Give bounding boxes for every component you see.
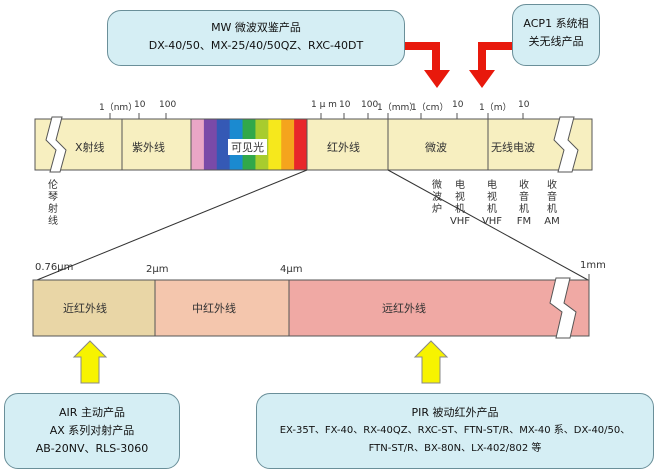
tick-10um: 10 bbox=[339, 100, 351, 110]
callout-pir-line2: EX-35T、FX-40、RX-40QZ、RXC-ST、FTN-ST/R、MX-… bbox=[279, 425, 631, 436]
label-roentgen: 伦琴 射线 bbox=[48, 180, 58, 227]
callout-pir-line1: PIR 被动红外产品 bbox=[411, 406, 499, 419]
yellow-arrow-air bbox=[72, 340, 108, 384]
red-arrow-mw bbox=[405, 42, 450, 88]
band-xray: X射线 bbox=[75, 141, 105, 154]
tick-10nm: 10 bbox=[134, 100, 146, 110]
tick-100nm: 100 bbox=[159, 100, 177, 110]
callout-acp1-line2: 关无线产品 bbox=[528, 35, 584, 48]
band-radio: 无线电波 bbox=[491, 141, 535, 154]
band-visible: 可见光 bbox=[228, 139, 267, 155]
infrared-bar bbox=[32, 274, 590, 339]
visible-stripe bbox=[203, 119, 218, 170]
visible-stripe bbox=[268, 119, 282, 170]
ir-tick-4um: 4μm bbox=[280, 264, 303, 275]
callout-acp1-line1: ACP1 系统相 bbox=[523, 17, 589, 30]
ir-tick-1mm: 1mm bbox=[580, 260, 606, 271]
red-arrow-acp1 bbox=[469, 42, 512, 88]
ir-band-near: 近红外线 bbox=[63, 302, 107, 315]
zoom-line-right bbox=[387, 169, 589, 281]
tick-1cm: 1（cm） bbox=[411, 103, 449, 113]
callout-pir-line3: FTN-ST/R、BX-80N、LX-402/802 等 bbox=[368, 443, 542, 454]
tick-10m: 10 bbox=[518, 100, 530, 110]
label-microwave-oven: 微波 炉 bbox=[432, 180, 442, 215]
callout-air: AIR 主动产品 AX 系列对射产品 AB-20NV、RLS-3060 bbox=[4, 393, 180, 469]
callout-air-line2: AX 系列对射产品 bbox=[49, 424, 135, 437]
visible-stripe bbox=[216, 119, 231, 170]
visible-stripe bbox=[281, 119, 295, 170]
callout-mw: MW 微波双鉴产品 DX-40/50、MX-25/40/50QZ、RXC-40D… bbox=[107, 10, 405, 66]
yellow-arrow-pir bbox=[413, 340, 449, 384]
callout-pir: PIR 被动红外产品 EX-35T、FX-40、RX-40QZ、RXC-ST、F… bbox=[256, 393, 654, 469]
visible-stripe bbox=[191, 119, 205, 170]
visible-stripe bbox=[294, 119, 308, 170]
ir-band-far: 远红外线 bbox=[382, 302, 426, 315]
callout-acp1: ACP1 系统相 关无线产品 bbox=[512, 4, 600, 66]
callout-air-line1: AIR 主动产品 bbox=[59, 406, 125, 419]
tick-10cm: 10 bbox=[452, 100, 464, 110]
zoom-line-left bbox=[36, 169, 308, 281]
callout-mw-models: DX-40/50、MX-25/40/50QZ、RXC-40DT bbox=[148, 39, 364, 52]
band-microwave: 微波 bbox=[425, 141, 447, 154]
callout-air-line3: AB-20NV、RLS-3060 bbox=[35, 442, 149, 455]
band-uv: 紫外线 bbox=[132, 141, 165, 154]
ir-band-mid: 中红外线 bbox=[192, 302, 236, 315]
tick-1um: 1 μ m bbox=[311, 100, 337, 110]
tick-1nm: 1（nm） bbox=[99, 103, 138, 113]
tick-100um: 100 bbox=[361, 100, 379, 110]
ir-tick-076um: 0.76μm bbox=[35, 262, 74, 273]
tick-1m: 1（m） bbox=[479, 103, 512, 113]
band-ir: 红外线 bbox=[327, 141, 360, 154]
tick-1mm: 1（mm） bbox=[377, 103, 419, 113]
ir-tick-2um: 2μm bbox=[146, 264, 169, 275]
callout-mw-title: MW 微波双鉴产品 bbox=[211, 21, 301, 34]
